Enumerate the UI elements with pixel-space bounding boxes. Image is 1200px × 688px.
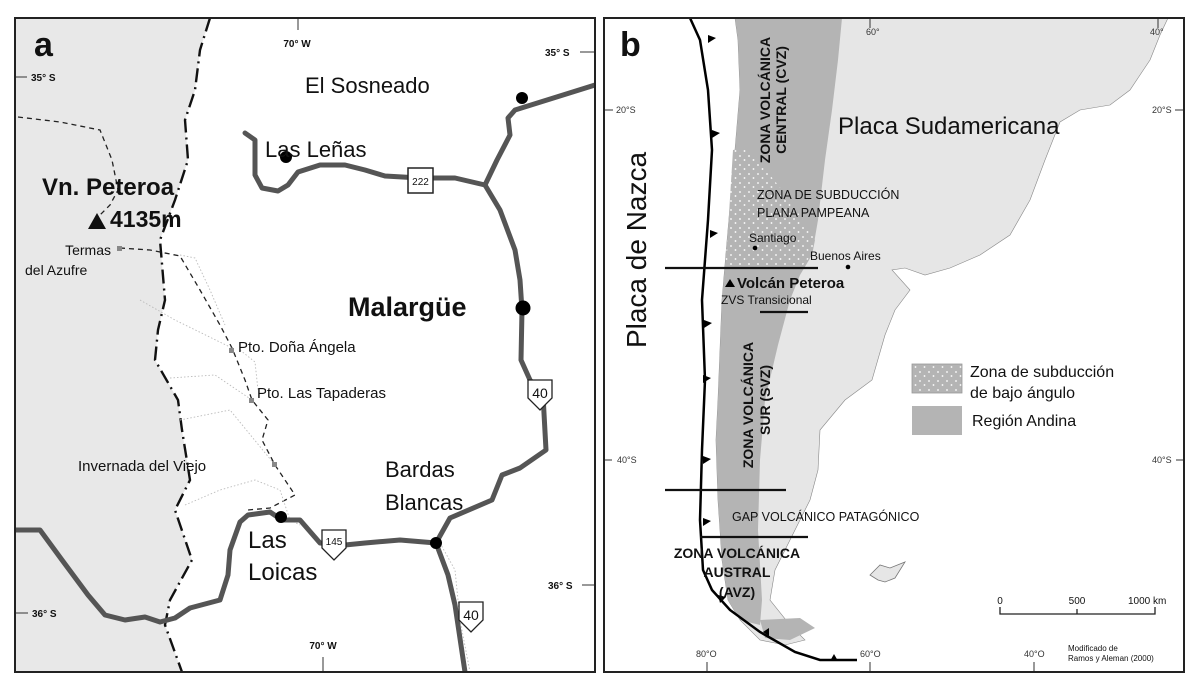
credit-line-1: Modificado de: [1068, 644, 1118, 653]
route-shield-145: [321, 529, 347, 561]
city-marker-buenos-aires: [845, 264, 851, 270]
grid-label-20s-right: 20°S: [1152, 105, 1172, 115]
label-avz-3: (AVZ): [719, 584, 755, 600]
grid-label-80o: 80°O: [696, 649, 717, 659]
volcano-icon: [88, 213, 106, 229]
town-label-blancas: Blancas: [385, 490, 463, 515]
road-el-sosneado: [482, 82, 595, 188]
grid-label-40-top: 40°: [1150, 27, 1164, 37]
volcano-icon: [725, 279, 735, 287]
scale-label-1000: 1000 km: [1128, 596, 1166, 607]
city-label-buenos-aires: Buenos Aires: [810, 249, 881, 263]
grid-label-70w-bottom: 70° W: [309, 641, 337, 652]
label-flat-slab-2: PLANA PAMPEANA: [757, 206, 870, 220]
place-label-dona-angela: Pto. Doña Ángela: [238, 339, 356, 356]
grid-label-36s-right: 36° S: [548, 581, 573, 592]
place-marker-tapaderas: [249, 398, 254, 403]
label-avz-1: ZONA VOLCÁNICA: [674, 545, 800, 561]
legend-label-flat-2: de bajo ángulo: [970, 385, 1075, 402]
grid-label-40o: 40°O: [1024, 649, 1045, 659]
town-label-las-lenas: Las Leñas: [265, 137, 367, 162]
scale-label-500: 500: [1069, 596, 1086, 607]
subduction-trench: [688, 18, 857, 662]
town-label-bardas: Bardas: [385, 457, 455, 482]
town-marker-malargue: [515, 300, 531, 316]
city-marker-santiago: [752, 245, 758, 251]
place-label-tapaderas: Pto. Las Tapaderas: [257, 385, 386, 402]
town-label-loicas: Loicas: [248, 559, 317, 586]
panel-b-frame: [603, 17, 1185, 673]
grid-label-35s-right: 35° S: [545, 48, 570, 59]
city-label-santiago: Santiago: [749, 231, 797, 245]
legend: Zona de subducción de bajo ángulo Región…: [911, 363, 1114, 435]
label-avz-2: AUSTRAL: [704, 564, 771, 580]
grid-ticks: [604, 18, 1184, 672]
flat-slab-zone: [725, 148, 815, 268]
panel-a-frame: [14, 17, 596, 673]
falkland-islands: [869, 561, 906, 583]
town-label-malargue: Malargüe: [348, 292, 467, 322]
scale-label-0: 0: [997, 596, 1003, 607]
legend-label-andes: Región Andina: [972, 413, 1076, 430]
trail-dashed: [17, 116, 296, 511]
credit-line-2: Ramos y Aleman (2000): [1068, 654, 1154, 663]
international-border: [153, 18, 212, 672]
town-label-las: Las: [248, 527, 287, 554]
label-flat-slab-1: ZONA DE SUBDUCCIÓN: [757, 187, 899, 202]
label-cvz-2: CENTRAL (CVZ): [773, 46, 789, 154]
panel-letter-b: b: [620, 26, 641, 64]
route-label-40-north: 40: [532, 385, 548, 401]
route-label-40-south: 40: [463, 607, 479, 623]
label-nazca-plate: Placa de Nazca: [621, 152, 652, 349]
grid-label-40s-right: 40°S: [1152, 455, 1172, 465]
route-shield-40-south: [458, 601, 484, 633]
grid-label-60-top: 60°: [866, 27, 880, 37]
place-marker-invernada: [272, 462, 277, 467]
grid-label-36s-left: 36° S: [32, 609, 57, 620]
volcano-name: Vn. Peteroa: [42, 174, 175, 201]
route-shield-40-north: [527, 379, 553, 411]
town-marker-las-lenas: [280, 151, 292, 163]
grid-label-60o: 60°O: [860, 649, 881, 659]
legend-swatch-flat-slab: [911, 363, 963, 394]
town-label-el-sosneado: El Sosneado: [305, 73, 430, 98]
grid-label-70w-top: 70° W: [283, 39, 311, 50]
label-south-american-plate: Placa Sudamericana: [838, 113, 1060, 140]
scale-bar: 0 500 1000 km: [997, 596, 1166, 615]
grid-label-20s-left: 20°S: [616, 105, 636, 115]
volcano-elevation: 4135m: [110, 206, 182, 232]
town-marker-el-sosneado: [516, 92, 528, 104]
town-marker-bardas-blancas: [430, 537, 442, 549]
label-cvz-1: ZONA VOLCÁNICA: [757, 37, 773, 163]
trench-teeth: [703, 35, 838, 661]
legend-swatch-andes: [912, 406, 962, 435]
place-marker-termas: [117, 246, 122, 251]
label-volcan-peteroa: Volcán Peteroa: [737, 275, 845, 292]
place-label-termas: Termas: [65, 242, 111, 258]
town-marker-las-loicas: [275, 511, 287, 523]
road-40-south: [433, 540, 468, 672]
panel-b-map: 60° 40° 20°S 20°S 40°S 40°S 80°O 60°O 40…: [604, 18, 1184, 672]
label-svz-1: ZONA VOLCÁNICA: [740, 342, 756, 468]
route-shield-222: [407, 167, 434, 194]
route-label-222: 222: [412, 177, 429, 188]
place-marker-dona-angela: [229, 348, 234, 353]
trail-dotted: [139, 254, 471, 672]
panel-letter-a: a: [34, 26, 54, 64]
legend-label-flat-1: Zona de subducción: [970, 364, 1114, 381]
grid-label-35s-left: 35° S: [31, 73, 56, 84]
grid-label-40s-left: 40°S: [617, 455, 637, 465]
place-label-termas-2: del Azufre: [25, 262, 87, 278]
label-gap: GAP VOLCÁNICO PATAGÓNICO: [732, 509, 920, 524]
label-svz-2: SUR (SVZ): [757, 365, 773, 435]
route-label-145: 145: [326, 537, 343, 548]
label-zvs-transicional: ZVS Transicional: [721, 293, 812, 307]
tierra-del-fuego: [760, 618, 815, 640]
chile-territory: [15, 18, 210, 672]
place-label-invernada: Invernada del Viejo: [78, 458, 206, 475]
panel-a-map: 70° W 70° W 35° S 35° S 36° S 36° S a Vn…: [15, 18, 595, 672]
